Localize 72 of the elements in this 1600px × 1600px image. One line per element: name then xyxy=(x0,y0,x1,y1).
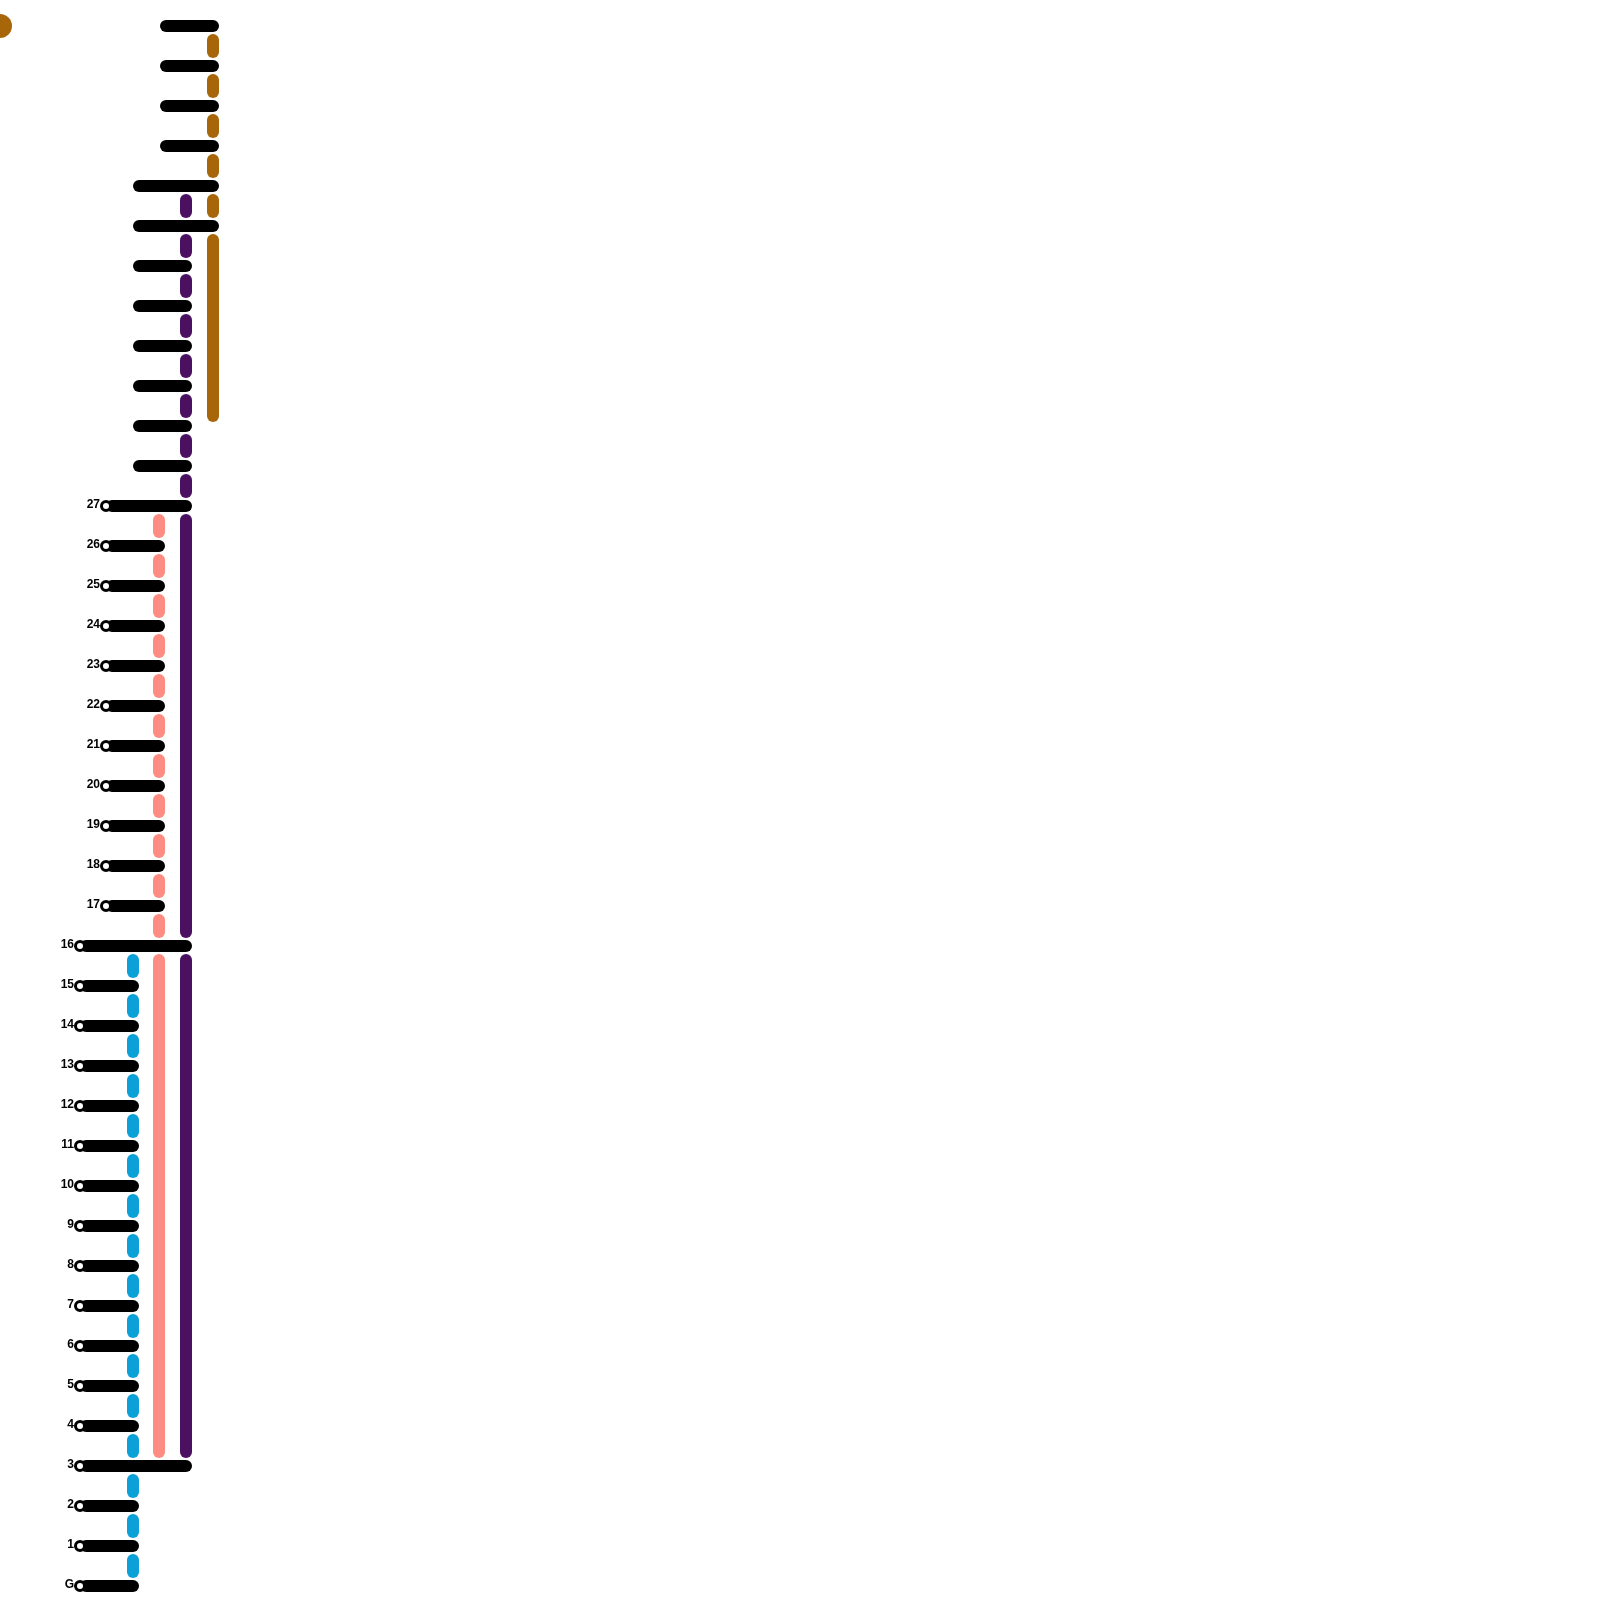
elevator-line xyxy=(180,354,192,378)
elevator-line xyxy=(153,874,165,898)
floor-label: 19 xyxy=(86,817,100,831)
floor-label: 15 xyxy=(60,977,74,991)
elevator-line xyxy=(127,1154,139,1178)
elevator-line xyxy=(127,994,139,1018)
elevator-line xyxy=(127,1474,139,1498)
floor-label: 1 xyxy=(67,1537,74,1551)
elevator-line xyxy=(127,1354,139,1378)
elevator-line xyxy=(153,954,165,1458)
floor-label: 8 xyxy=(67,1257,74,1271)
elevator-line xyxy=(153,794,165,818)
floor-label: 11 xyxy=(61,1137,74,1151)
elevator-line xyxy=(207,34,219,58)
floor-label: 10 xyxy=(60,1177,74,1191)
elevator-line xyxy=(127,954,139,978)
floor-label: 13 xyxy=(60,1057,74,1071)
elevator-line xyxy=(180,314,192,338)
elevator-line xyxy=(180,434,192,458)
floor-label: 12 xyxy=(60,1097,74,1111)
elevator-line xyxy=(127,1314,139,1338)
elevator-line xyxy=(207,74,219,98)
elevator-line xyxy=(180,954,192,1458)
elevator-line xyxy=(180,514,192,938)
elevator-line xyxy=(127,1114,139,1138)
elevator-line xyxy=(153,514,165,538)
floor-label: 25 xyxy=(86,577,100,591)
floor-label: 24 xyxy=(86,617,100,631)
floor-label: 18 xyxy=(86,857,100,871)
elevator-line xyxy=(153,714,165,738)
floor-label: 22 xyxy=(86,697,100,711)
floor-label: 16 xyxy=(60,937,74,951)
floor-label: 7 xyxy=(67,1297,74,1311)
floor-label: 23 xyxy=(86,657,100,671)
elevator-line xyxy=(180,394,192,418)
elevator-line xyxy=(207,234,219,422)
elevator-line xyxy=(153,674,165,698)
floor-label: 4 xyxy=(67,1417,74,1431)
elevator-line xyxy=(127,1034,139,1058)
floor-label: 3 xyxy=(67,1457,74,1471)
elevator-line xyxy=(180,194,192,218)
elevator-line xyxy=(207,114,219,138)
elevator-line xyxy=(153,914,165,938)
floor-label: 6 xyxy=(67,1337,74,1351)
elevator-line xyxy=(207,154,219,178)
elevator-line xyxy=(127,1434,139,1458)
floor-label: 14 xyxy=(60,1017,74,1031)
elevator-line xyxy=(153,834,165,858)
floor-label: 20 xyxy=(86,777,100,791)
elevator-line xyxy=(180,274,192,298)
floor-label: 27 xyxy=(86,497,100,511)
elevator-line xyxy=(127,1234,139,1258)
elevator-line xyxy=(127,1074,139,1098)
floor-label: 9 xyxy=(67,1217,74,1231)
elevator-line xyxy=(127,1274,139,1298)
elevator-line xyxy=(153,754,165,778)
elevator-line xyxy=(127,1514,139,1538)
elevator-line xyxy=(127,1394,139,1418)
floor-label: 2 xyxy=(67,1497,74,1511)
floor-label: G xyxy=(64,1577,74,1591)
elevator-line xyxy=(153,554,165,578)
elevator-line xyxy=(153,634,165,658)
floor-label: 17 xyxy=(86,897,100,911)
elevator-line xyxy=(207,194,219,218)
floor-label: 5 xyxy=(67,1377,74,1391)
floor-label: 21 xyxy=(86,737,100,751)
elevator-line xyxy=(127,1554,139,1578)
elevator-line xyxy=(180,234,192,258)
elevator-line xyxy=(127,1194,139,1218)
elevator-line xyxy=(153,594,165,618)
floor-label: 26 xyxy=(86,537,100,551)
elevator-line xyxy=(180,474,192,498)
